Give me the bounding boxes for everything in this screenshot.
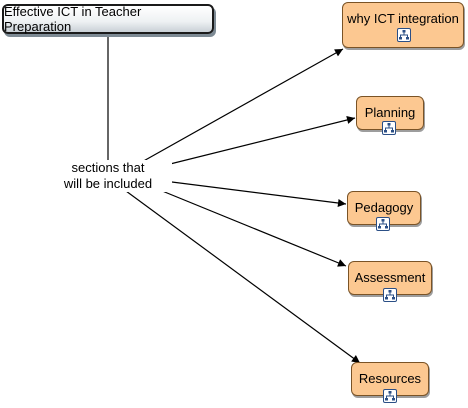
concept-resources[interactable]: Resources	[351, 362, 429, 396]
root-concept-label: Effective ICT in Teacher Preparation	[4, 4, 142, 34]
concept-label: why ICT integration	[347, 11, 459, 26]
arrow-to-pedagogy	[155, 179, 347, 207]
submap-icon[interactable]	[397, 28, 411, 42]
arrow-to-why-ict-integration	[139, 48, 344, 164]
linking-phrase-line-1: sections that	[71, 160, 145, 175]
submap-icon[interactable]	[376, 217, 390, 231]
concept-assessment[interactable]: Assessment	[348, 261, 432, 295]
root-concept[interactable]: Effective ICT in Teacher Preparation	[2, 4, 214, 34]
concept-label: Planning	[364, 105, 416, 120]
submap-icon[interactable]	[383, 288, 397, 302]
concept-label: Assessment	[354, 270, 426, 285]
arrow-to-resources	[125, 190, 361, 364]
concept-label: Resources	[358, 371, 422, 386]
linking-phrase-line-2: will be included	[63, 176, 153, 191]
submap-icon[interactable]	[383, 389, 397, 403]
concept-label: Pedagogy	[354, 200, 414, 215]
linking-phrase[interactable]: sections that will be included	[44, 160, 172, 192]
submap-icon[interactable]	[382, 121, 396, 135]
arrow-to-assessment	[149, 185, 347, 267]
arrow-to-planning	[157, 116, 356, 168]
